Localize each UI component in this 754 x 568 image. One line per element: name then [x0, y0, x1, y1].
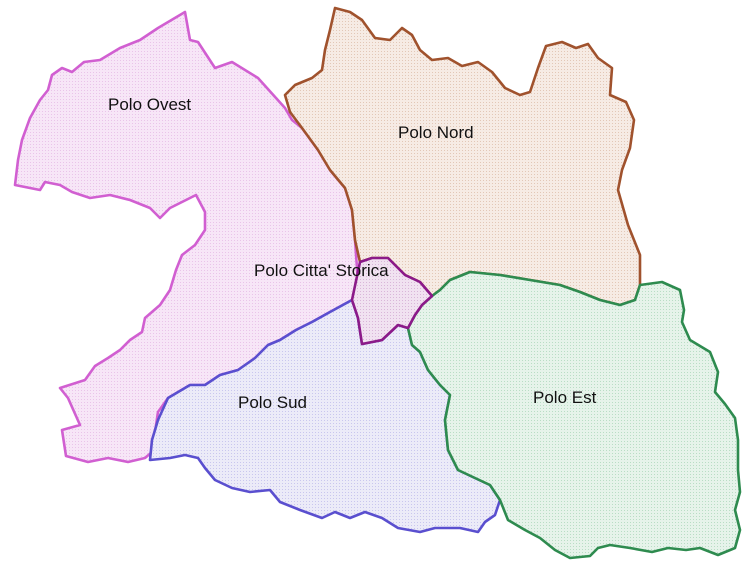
region-polo-nord[interactable]: [283, 6, 642, 307]
region-polo-est[interactable]: [406, 270, 742, 560]
label-polo-sud: Polo Sud: [238, 393, 307, 412]
label-polo-citta-storica: Polo Citta' Storica: [254, 261, 389, 280]
label-polo-ovest: Polo Ovest: [108, 95, 191, 114]
label-polo-nord: Polo Nord: [398, 123, 474, 142]
region-polo-citta-storica[interactable]: [350, 256, 434, 346]
label-polo-est: Polo Est: [533, 388, 597, 407]
